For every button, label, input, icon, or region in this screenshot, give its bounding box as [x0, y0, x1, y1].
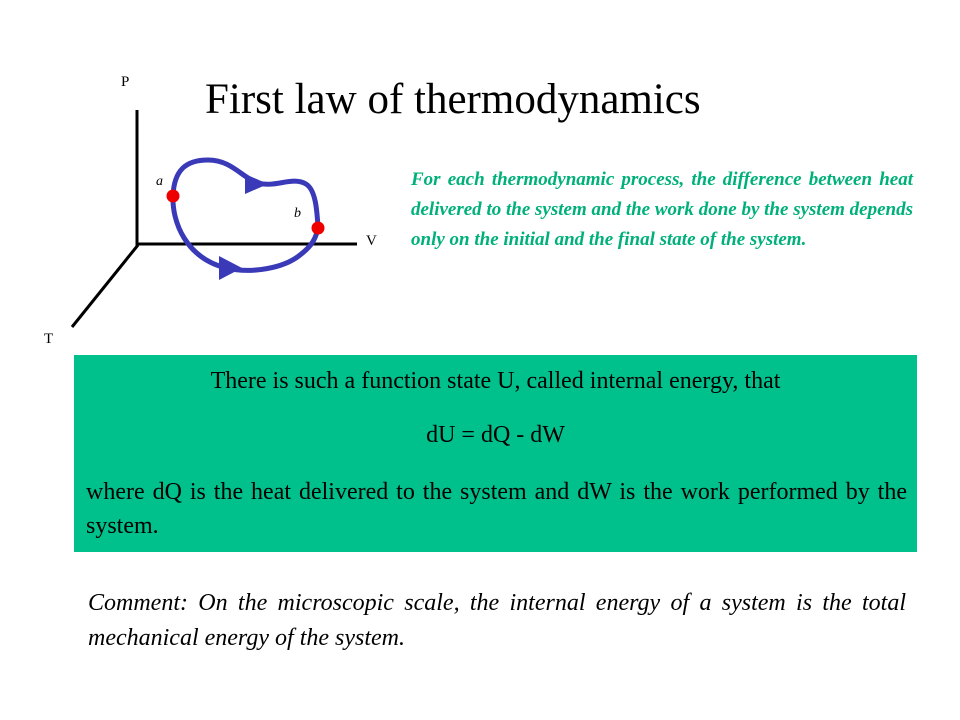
lower-arrow-icon — [219, 256, 242, 280]
state-point-b — [311, 221, 325, 235]
process-statement: For each thermodynamic process, the diff… — [411, 169, 913, 250]
internal-energy-box: There is such a function state U, called… — [74, 355, 917, 552]
equation-explanation: where dQ is the heat delivered to the sy… — [86, 479, 907, 539]
point-b-label: b — [294, 206, 301, 221]
comment-text: Comment: On the microscopic scale, the i… — [88, 590, 906, 651]
internal-energy-definition: There is such a function state U, called… — [210, 368, 781, 394]
first-law-equation: dU = dQ - dW — [426, 422, 565, 448]
state-point-a — [166, 189, 180, 203]
slide-title: First law of thermodynamics — [205, 76, 701, 123]
v-axis-label: V — [366, 233, 377, 249]
t-axis-label: T — [44, 331, 54, 347]
point-a-label: a — [156, 174, 163, 189]
lower-process-path — [170, 193, 321, 273]
t-axis — [70, 244, 140, 328]
p-axis-label: P — [121, 74, 130, 90]
upper-arrow-icon — [245, 174, 268, 194]
